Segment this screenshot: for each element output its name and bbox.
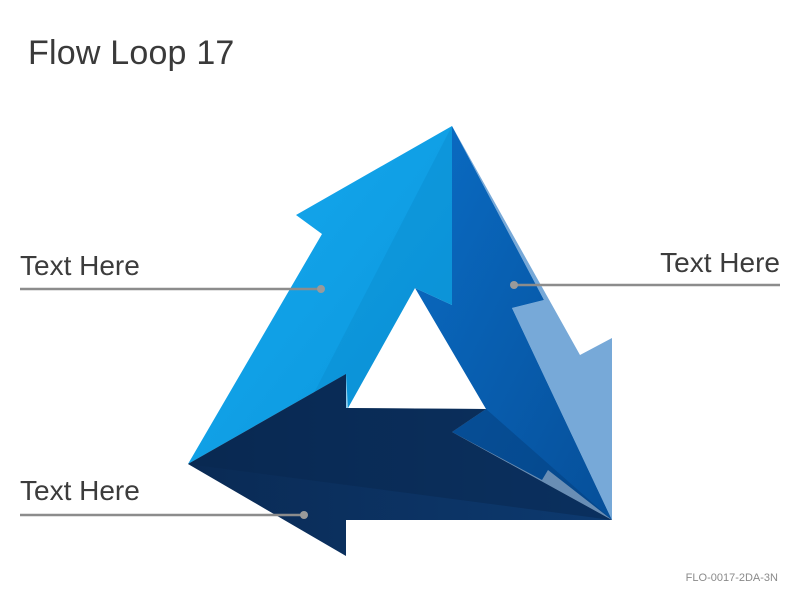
connector-right: [510, 281, 780, 289]
connector-left-top: [20, 285, 325, 293]
text-label-left-top: Text Here: [20, 250, 140, 281]
medium-blue-arrow: [415, 126, 612, 520]
text-label-left-bottom: Text Here: [20, 475, 140, 506]
dark-navy-arrow: [188, 374, 612, 556]
page-title: Flow Loop 17: [28, 34, 235, 72]
connector-left-bottom: [20, 511, 308, 519]
light-blue-arrow: [188, 126, 452, 464]
slide-code: FLO-0017-2DA-3N: [685, 572, 778, 584]
text-label-right: Text Here: [660, 247, 780, 278]
